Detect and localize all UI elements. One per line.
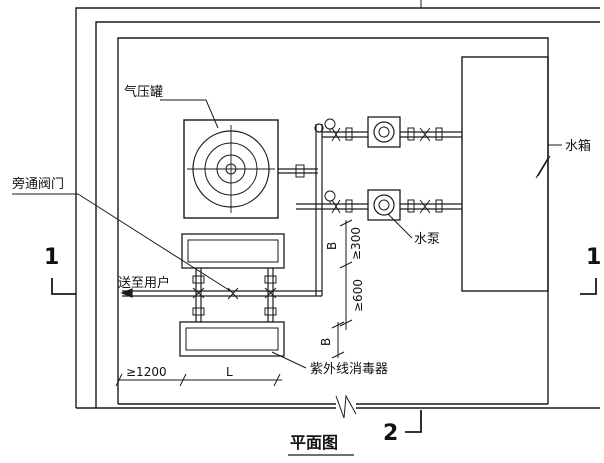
drawing-title: 平面图 (290, 433, 338, 452)
uv-sterilizer-label: 紫外线消毒器 (310, 362, 388, 377)
horizontal-dimensions (115, 373, 282, 387)
bypass-valve-label: 旁通阀门 (12, 176, 64, 192)
dim-l: L (226, 365, 233, 379)
room-walls (75, 0, 600, 419)
section-marker-bottom (405, 410, 422, 433)
section-marker-left (51, 278, 76, 295)
water-tank-label: 水箱 (565, 138, 591, 154)
connecting-pipes (120, 268, 322, 322)
upper-unit (181, 233, 285, 269)
pressure-tank-pipe (278, 164, 318, 178)
dim-ge-600: ≥600 (351, 279, 365, 312)
section-marker-right (580, 278, 597, 295)
water-tank (461, 56, 562, 292)
pump-lower (296, 189, 462, 239)
pump-label: 水泵 (414, 232, 440, 247)
dim-b-lower: B (319, 338, 333, 346)
vertical-dimensions (331, 219, 353, 359)
pump-upper (322, 116, 462, 148)
section-label-bottom: 2 (383, 421, 398, 446)
to-user-label: 送至用户 (118, 275, 170, 291)
section-label-left: 1 (44, 245, 59, 270)
uv-sterilizer (179, 321, 307, 369)
section-label-right: 1 (586, 245, 601, 270)
dim-ge-300: ≥300 (349, 227, 363, 260)
bypass-valve-leader (12, 193, 233, 293)
main-riser-pipe (314, 123, 324, 296)
dim-b-upper: B (325, 242, 339, 250)
dim-ge-1200: ≥1200 (126, 365, 167, 379)
pressure-tank (160, 99, 279, 219)
pressure-tank-label: 气压罐 (124, 84, 163, 100)
